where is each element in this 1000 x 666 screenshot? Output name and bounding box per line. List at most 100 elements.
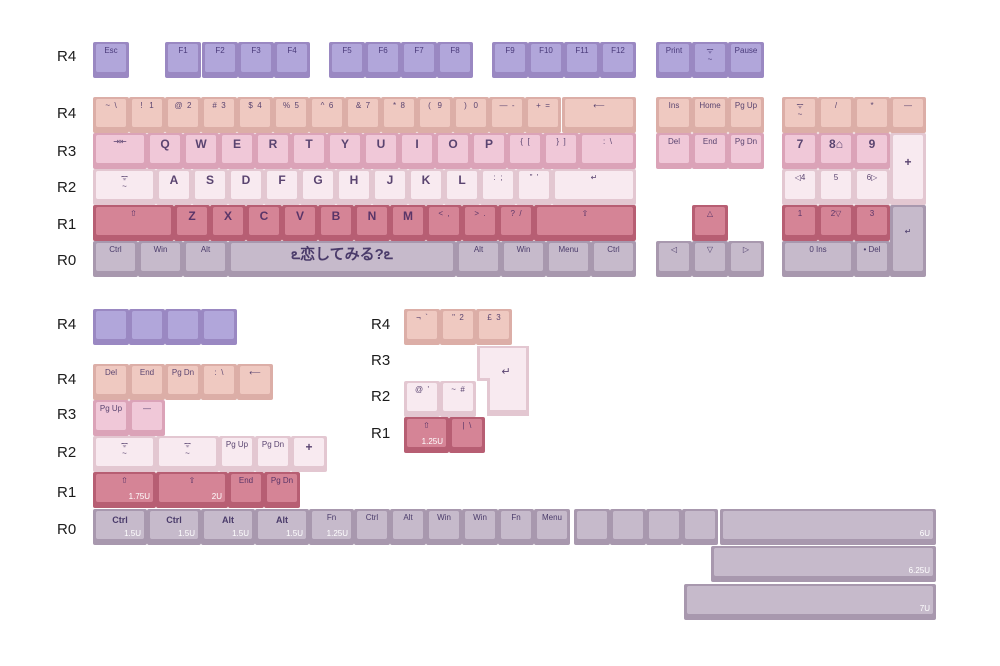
row-label: R4 — [57, 105, 77, 122]
key-legend: Ctrl — [109, 245, 122, 254]
key-legend: * — [870, 101, 874, 110]
keycap-np-star: * — [854, 97, 890, 133]
keycap-w: W — [183, 133, 219, 169]
row-label: R2 — [57, 444, 77, 461]
keycap-blank — [129, 309, 165, 345]
key-legend: / — [834, 101, 838, 110]
keycap-np1: 1 — [782, 205, 818, 241]
size-label: 2U — [211, 492, 222, 501]
key-legend: 1 — [797, 209, 803, 218]
row-label: R3 — [371, 352, 391, 369]
key-legend: Alt — [403, 513, 413, 522]
key-legend: S — [205, 173, 214, 187]
key-legend: < , — [438, 209, 450, 218]
key-legend: O — [448, 137, 458, 151]
keycap-r: R — [255, 133, 291, 169]
keycap-iso-3: £ 3 — [476, 309, 512, 345]
keycap-f6: F6 — [365, 42, 401, 78]
key-legend: Ctrl — [166, 515, 182, 525]
key-legend: R — [268, 137, 278, 151]
key-legend: F5 — [342, 46, 352, 55]
keycap-comma: < , — [426, 205, 462, 241]
keycap-u: U — [363, 133, 399, 169]
size-label: 1.5U — [232, 529, 249, 538]
key-legend: ¬ ` — [416, 313, 428, 322]
keycap-blank — [682, 509, 718, 545]
keycap-del: Del — [93, 364, 129, 400]
keycap-backslash: : \ — [579, 133, 636, 169]
keycap-blank — [610, 509, 646, 545]
key-legend: End — [702, 137, 718, 146]
size-label: 6.25U — [908, 566, 930, 575]
keycap-iso-hash: ~ # — [440, 381, 476, 417]
row-label: R1 — [371, 425, 391, 442]
key-legend: Win — [437, 513, 451, 522]
keycap-9: ( 9 — [417, 97, 453, 133]
key-legend: ^ 6 — [320, 101, 334, 110]
keycap-lwin: Win — [138, 241, 183, 277]
keycap-np0: 0 Ins — [782, 241, 854, 277]
backspace-arrow-icon: ⟵ — [593, 101, 605, 110]
key-legend: " 2 — [452, 313, 464, 322]
keycap-del: Del — [656, 133, 692, 169]
key-legend: 2▽ — [830, 209, 842, 218]
key-legend: W — [195, 137, 207, 151]
key-legend: & 7 — [355, 101, 371, 110]
keycap-pause: Pause — [728, 42, 764, 78]
keycap-np-minus: — — [890, 97, 926, 133]
key-legend: F11 — [575, 46, 589, 55]
keycap-f7: F7 — [401, 42, 437, 78]
keycap-home: Home — [692, 97, 728, 133]
keycap-lalt: Alt — [183, 241, 228, 277]
key-legend: ~ # — [451, 385, 465, 394]
size-label: 1.25U — [326, 529, 348, 538]
keycap-spacebar-625u: 6.25U — [711, 546, 936, 582]
keycap-np6: 6▷ — [854, 169, 890, 205]
key-legend: Home — [699, 101, 721, 110]
size-label: 6U — [919, 529, 930, 538]
key-legend: N — [367, 209, 377, 223]
key-legend: • Del — [863, 245, 881, 254]
keycap-p: P — [471, 133, 507, 169]
keycap-iso-shift: ⇧1.25U — [404, 417, 449, 453]
key-legend: J — [386, 173, 394, 187]
keycap-scroll-lock: ᯤ~ — [692, 42, 728, 78]
keycap-n: N — [354, 205, 390, 241]
keycap-lbracket: { [ — [507, 133, 543, 169]
keycap-fn: Fn — [498, 509, 534, 545]
key-legend: End — [238, 476, 254, 485]
keycap-d: D — [228, 169, 264, 205]
keycap-c: C — [246, 205, 282, 241]
key-legend: D — [241, 173, 251, 187]
keycap-ctrl: Ctrl — [354, 509, 390, 545]
keycap-rwin: Win — [501, 241, 546, 277]
key-legend: Win — [153, 245, 168, 254]
key-legend: } ] — [556, 137, 566, 146]
wifi-wave-icon: ᯤ~ — [706, 46, 714, 64]
keycap-end: End — [129, 364, 165, 400]
enter-arrow-icon: ↵ — [590, 173, 598, 182]
keycap-g: G — [300, 169, 336, 205]
keycap-blank — [93, 309, 129, 345]
key-legend: > . — [474, 209, 486, 218]
key-legend: B — [331, 209, 341, 223]
keycap-caps: ᯤ~ — [156, 436, 219, 472]
key-legend: : ; — [493, 173, 503, 182]
wifi-wave-icon: ᯤ~ — [796, 101, 804, 119]
key-legend: C — [259, 209, 269, 223]
keycap-8: * 8 — [381, 97, 417, 133]
keycap-ctrl: Ctrl 1.5U — [147, 509, 201, 545]
keycap-iso-grave: ¬ ` — [404, 309, 440, 345]
key-legend: Menu — [541, 513, 562, 522]
keycap-blank — [646, 509, 682, 545]
keycap-arrow-up: △ — [692, 205, 728, 241]
keycap-np9: 9 — [854, 133, 890, 169]
keycap-esc: Esc — [93, 42, 129, 78]
tab-arrows-icon: ⇥⇤ — [113, 137, 127, 146]
size-label: 1.5U — [178, 529, 195, 538]
key-legend: F2 — [215, 46, 225, 55]
arrow-down-icon: ▽ — [706, 245, 714, 254]
